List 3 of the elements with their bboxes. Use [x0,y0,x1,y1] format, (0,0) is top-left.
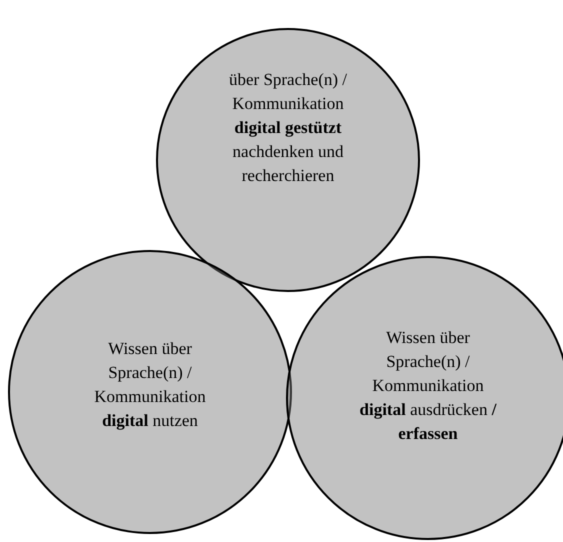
circle-label: Wissen über Sprache(n) / Kommunikation digital nutzen [93,338,207,432]
circle-label: über Sprache(n) / Kommunikation digital gestützt nachdenken und recherchieren [228,69,348,187]
circle-label: Wissen über Sprache(n) / Kommunikation digital ausdrücken / erfassen [358,327,498,445]
